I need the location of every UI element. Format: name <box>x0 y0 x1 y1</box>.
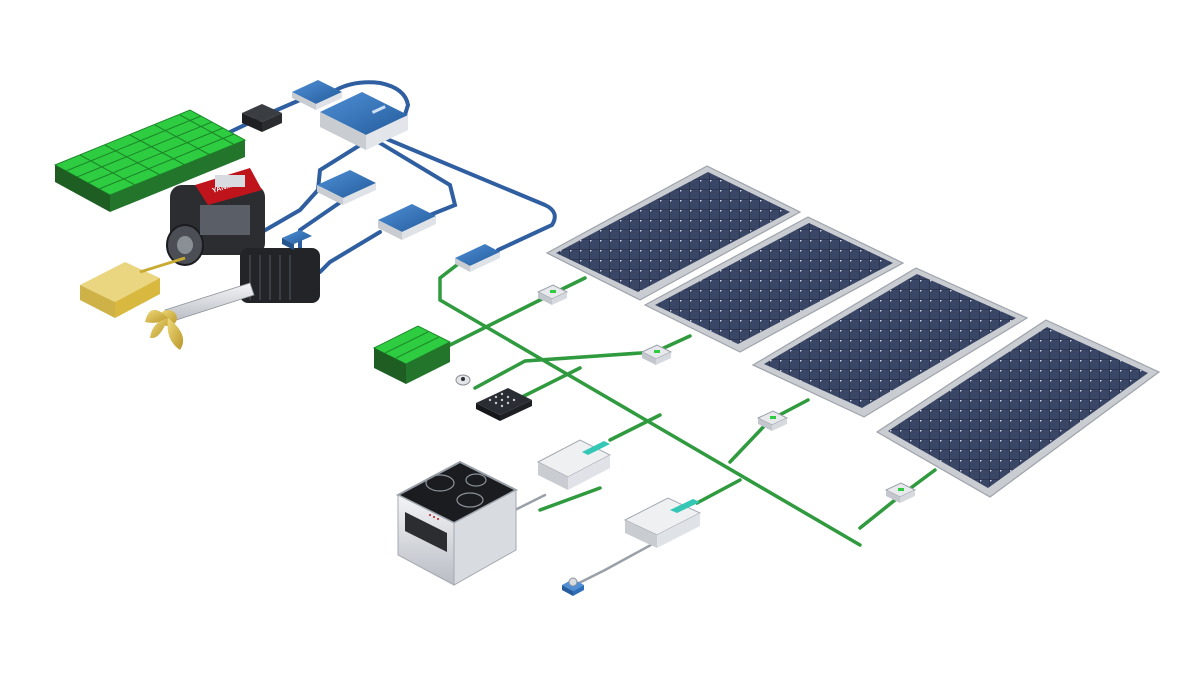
battery-icon <box>372 325 452 384</box>
solar-panel-icon <box>545 165 802 301</box>
inverter-icon <box>536 439 612 490</box>
inverters <box>536 439 702 548</box>
sensor-icon <box>455 374 471 386</box>
plug-icon <box>562 577 584 596</box>
cooktop-icon <box>395 460 519 586</box>
junction-box-icon <box>640 344 673 365</box>
control-modules <box>292 80 500 272</box>
propeller-shaft-icon <box>164 282 255 323</box>
fuel-tank-icon <box>80 256 186 318</box>
inverter-module-icon <box>317 170 376 205</box>
dc-dc-converter-icon <box>455 244 500 272</box>
propeller-icon <box>145 309 184 350</box>
main-junction-box-icon <box>320 92 408 150</box>
mppt-controllers <box>536 284 917 503</box>
inverter-module-icon <box>378 204 436 240</box>
keypad-icon <box>476 388 532 421</box>
controller-module-icon <box>292 80 342 110</box>
junction-box-icon <box>756 410 789 431</box>
inverter-icon <box>623 497 702 548</box>
junction-box-icon <box>884 482 917 503</box>
junction-box-icon <box>536 284 569 305</box>
engine-icon: YANMAR <box>166 168 265 266</box>
battery-pack-icon <box>53 109 247 212</box>
connector-box-icon <box>242 104 282 132</box>
solar-panel-icon <box>875 319 1161 498</box>
solar-panel-icon <box>643 216 905 353</box>
solar-panel-icon <box>751 267 1029 418</box>
solar-array <box>545 165 1161 498</box>
